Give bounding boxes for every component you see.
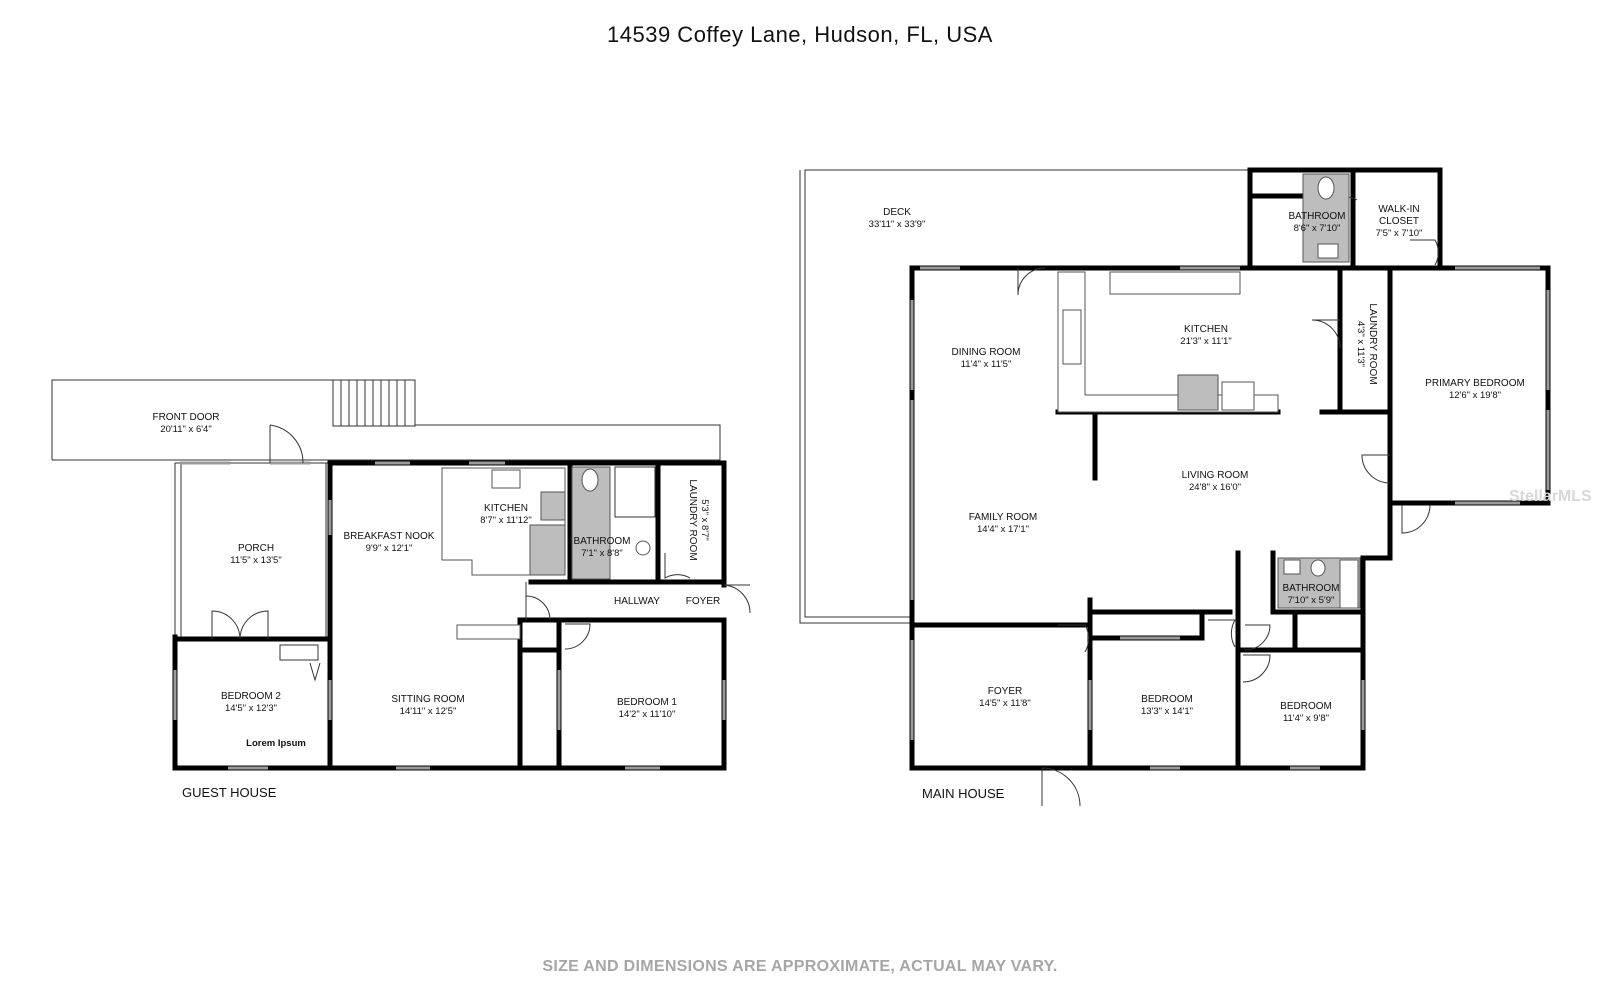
sink-icon-bath (635, 540, 651, 556)
sink-icon-top (1317, 243, 1339, 259)
bathroom-top-label: BATHROOM (1288, 211, 1345, 222)
breakfast-nook-dims: 9'9" x 12'1" (366, 543, 413, 554)
guest-top-wall (327, 460, 727, 588)
upper-cabinet (1109, 271, 1241, 295)
main-house-plan (799, 167, 1551, 807)
walkin-dims: 7'5" x 7'10" (1376, 228, 1423, 239)
closet-door (279, 644, 321, 682)
foyer-inner-door (1058, 624, 1090, 653)
family-room-label: FAMILY ROOM (969, 512, 1038, 523)
top-bath-walls (1247, 167, 1443, 268)
main-entry-door (1041, 767, 1081, 807)
shower (614, 466, 656, 518)
foyer-label-guest: FOYER (686, 596, 720, 607)
bedroom1-dims: 14'2" x 11'10" (619, 709, 676, 720)
bedroom2-dims: 14'5" x 12'3" (225, 703, 277, 714)
fridge-icon (529, 524, 566, 576)
bath-mid-door (1244, 624, 1271, 651)
bathroom-dims: 7'1" x 8'8" (581, 548, 623, 559)
laundry-main-label: LAUNDRY ROOM (1367, 303, 1378, 384)
primary-bedroom-dims: 12'6" x 19'8" (1449, 390, 1501, 401)
breakfast-nook-label: BREAKFAST NOOK (344, 531, 435, 542)
fridge-icon-main (1177, 374, 1219, 411)
bedroom1-door (564, 623, 591, 650)
primary-door (1361, 454, 1391, 484)
sitting-room-dims: 14'11" x 12'5" (400, 706, 457, 717)
kitchen-main-dims: 21'3" x 11'1" (1180, 336, 1231, 347)
sitting-room-label: SITTING ROOM (391, 694, 464, 705)
family-room-dims: 14'4" x 17'1" (977, 524, 1029, 535)
dining-door (1017, 267, 1046, 296)
laundry-dims: 5'3" x 8'7" (699, 499, 710, 541)
front-door-dims: 20'11" x 6'4" (160, 424, 211, 435)
hallway-door (525, 582, 551, 621)
toilet-icon-mid (1310, 559, 1326, 577)
porch-double-door (211, 610, 269, 640)
dining-label: DINING ROOM (952, 347, 1021, 358)
bathroom-label: BATHROOM (573, 536, 630, 547)
bathroom-top-dims: 8'6" x 7'10" (1294, 223, 1341, 234)
kitchen-counter-main (1057, 271, 1279, 413)
bedroom-a-door (1208, 619, 1236, 648)
laundry-main-dims: 4'3" x 11'3" (1355, 321, 1366, 367)
bedroom2-label: BEDROOM 2 (221, 691, 281, 702)
disclaimer-text: SIZE AND DIMENSIONS ARE APPROXIMATE, ACT… (542, 958, 1058, 975)
front-door-label: FRONT DOOR (152, 412, 219, 423)
deck-dims: 33'11" x 33'9" (869, 219, 926, 230)
living-room-dims: 24'8" x 16'0" (1189, 482, 1241, 493)
sink-icon-main (1062, 309, 1082, 365)
hallway-label: HALLWAY (614, 596, 660, 607)
stove-icon (540, 491, 566, 521)
laundry-door (664, 553, 691, 579)
bedroom-a-label: BEDROOM (1141, 694, 1193, 705)
bedroom2-note: Lorem Ipsum (246, 738, 306, 749)
living-room-label: LIVING ROOM (1182, 470, 1249, 481)
laundry-label: LAUNDRY ROOM (687, 479, 698, 560)
laundry-door-main (1311, 319, 1341, 349)
deck-label: DECK (883, 207, 911, 218)
tub-icon (1339, 559, 1359, 609)
primary-bedroom-label: PRIMARY BEDROOM (1425, 378, 1525, 389)
kitchen-main-label: KITCHEN (1184, 324, 1228, 335)
toilet-icon (581, 468, 599, 492)
foyer-main-dims: 14'5" x 11'8" (979, 698, 1030, 709)
porch-dims: 11'5" x 13'5" (230, 555, 281, 566)
walkin-label-1: WALK-IN (1378, 204, 1419, 215)
bedroom-a-dims: 13'3" x 14'1" (1141, 706, 1193, 717)
bathroom-mid-label: BATHROOM (1282, 583, 1339, 594)
bedroom1-label: BEDROOM 1 (617, 697, 677, 708)
kitchen-label: KITCHEN (484, 503, 528, 514)
main-house-label: MAIN HOUSE (922, 786, 1005, 801)
porch-label: PORCH (238, 543, 274, 554)
plan-title: 14539 Coffey Lane, Hudson, FL, USA (607, 22, 993, 47)
front-door (269, 424, 304, 464)
primary-exterior-door (1401, 504, 1431, 534)
walkin-label-2: CLOSET (1379, 216, 1419, 227)
dining-dims: 11'4" x 11'5" (961, 359, 1012, 370)
guest-house-plan (51, 379, 751, 771)
bathroom-mid-dims: 7'10" x 5'9" (1288, 595, 1335, 606)
toilet-icon-top (1317, 176, 1335, 200)
foyer-door (723, 584, 751, 614)
bedroom-b-door (1242, 654, 1271, 683)
bedroom-b-label: BEDROOM (1280, 701, 1332, 712)
foyer-main-label: FOYER (988, 686, 1022, 697)
sink-icon-mid (1283, 559, 1301, 575)
bedroom-b-dims: 11'4" x 9'8" (1283, 713, 1329, 724)
stairs (332, 379, 416, 427)
kitchen-dims: 8'7" x 11'12" (480, 515, 531, 526)
watermark-logo: StellarMLS (1509, 488, 1592, 505)
sink-icon (491, 469, 521, 489)
guest-house-label: GUEST HOUSE (182, 785, 277, 800)
